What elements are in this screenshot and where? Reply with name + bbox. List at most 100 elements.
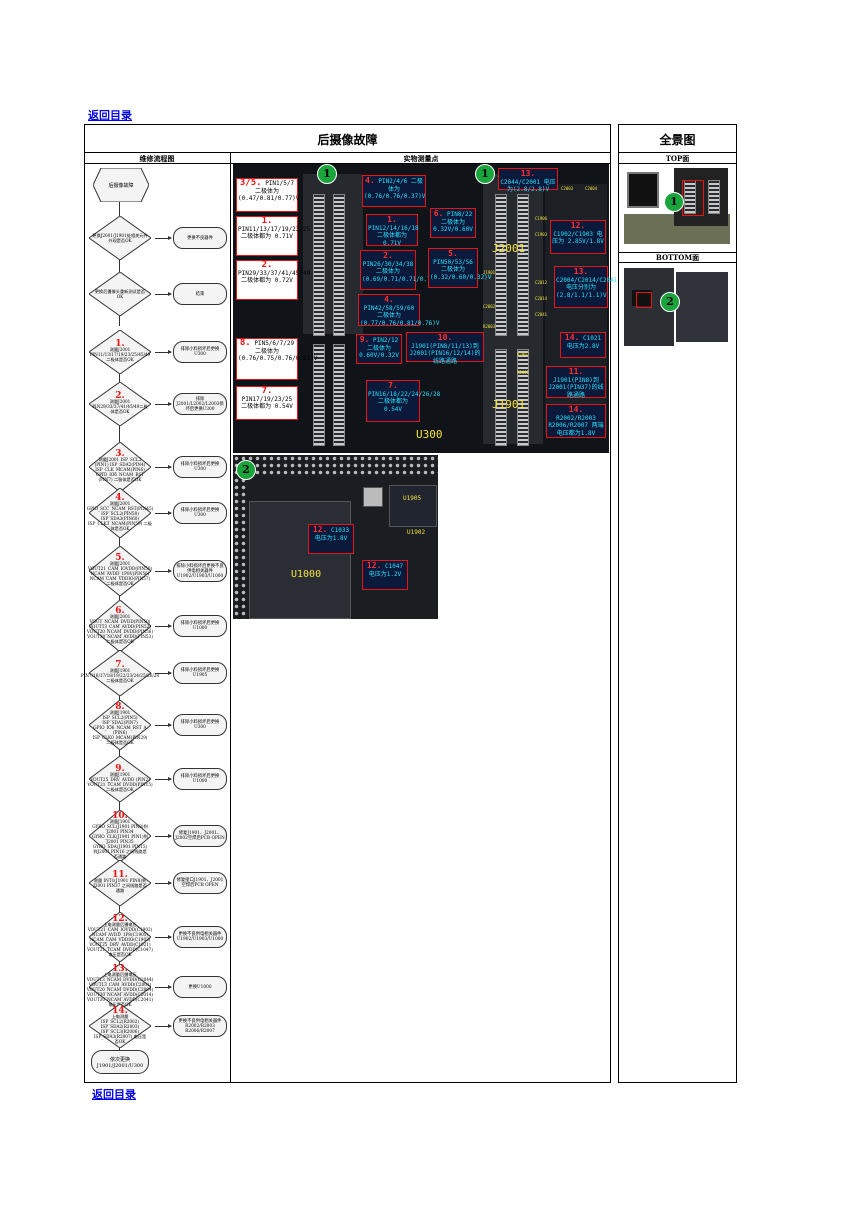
u300-label: U300	[416, 428, 443, 441]
u1902-label: U1902	[407, 529, 426, 536]
flow-decision-step-10: 10.测量J1901 GYRO_SCL(J1901 PIN8)到J2001 PI…	[89, 810, 151, 862]
annotation-12-c1033: 12. C1033 电压为1.8V	[308, 524, 354, 554]
flow-arrow-2	[155, 402, 172, 406]
flow-action-step-5: 排除小料损坏后更换不良供电相关器件U1902/U1903/U1000	[173, 560, 227, 582]
flow-action-step-6: 排除小料损坏后更换U1000	[173, 615, 227, 637]
annotation-13: 13. C2004/C2014/C2041 电压分别为 (2.8/1.1/1.1…	[554, 266, 617, 308]
back-to-index-link-top[interactable]: 返回目录	[88, 109, 132, 122]
flow-decision-step-2: 2.测量J2001 PIN29/33/37/41/45/49二极体是否OK	[89, 382, 151, 426]
flow-arrow-10	[155, 834, 172, 838]
annotation-1-right: 1. PIN12/14/16/18 二极体都为 0.71V	[366, 214, 419, 247]
badge-1-overview: 1	[664, 192, 684, 212]
annotation-12: 12. C1902/C1903 电压为 2.85V/1.8V	[550, 220, 606, 254]
flow-start: 后摄像故障	[92, 167, 150, 203]
annotation-1-left: 1. PIN11/13/17/19/23/25 二极体都为 0.71V	[236, 216, 310, 256]
flow-arrow-4	[155, 511, 172, 515]
badge-2-overview: 2	[660, 292, 680, 312]
annotation-14: 14. C1021 电压为2.8V	[560, 332, 606, 358]
flow-action-step-4: 排除小料损坏后更换U300	[173, 502, 227, 524]
annotation-9: 9. PIN2/12 二极体为 0.60V/0.32V	[356, 334, 402, 364]
repair-flowchart: 后摄像故障 更换J2001/J1901处相关元件外观是否OK 更换不良器件 更换…	[81, 164, 231, 1082]
annotation-13-top: 13. C2044/C2001 电压为(2.8/2.8)V	[498, 168, 558, 193]
annotation-2-right: 2. PIN26/30/34/38 二极体为 (0.69/0.71/0.71/0…	[360, 250, 441, 290]
flow-arrow-6	[155, 624, 172, 628]
annotation-4-top: 4. PIN2/4/6 二极体为 (0.76/0.76/0.37)V	[362, 175, 426, 207]
main-table	[84, 124, 611, 1083]
flow-action-step-1: 排除小料损坏后更换U300	[173, 341, 227, 363]
flow-action-step-12: 更换不良供电相关器件U1902/U1903/U1000	[173, 926, 227, 948]
overview-title: 全景图	[659, 133, 696, 147]
badge-1-right: 1	[475, 164, 495, 184]
flow-action-step-9: 排除小料损坏后更换U1000	[173, 768, 227, 790]
flow-arrow-13	[155, 985, 172, 989]
flow-decision-00: 更换后摄像头重新测试是否OK	[89, 272, 151, 316]
top-side-label: TOP面	[665, 154, 690, 163]
u1905-chip	[389, 485, 437, 527]
annotation-8: 8. PIN5/6/7/29 二极体为 (0.76/0.75/0.76/0.81…	[236, 338, 317, 380]
annotation-10: 10. J1901(PIN8/11/13)到J2001(PIN16/12/14)…	[406, 332, 484, 365]
overview-table	[618, 124, 737, 1083]
flow-action-step-7: 排除小料损坏后更换U1905	[173, 662, 227, 684]
flow-arrow-8	[155, 723, 172, 727]
flow-action-00: 结束	[173, 283, 227, 305]
flow-arrow-5	[155, 569, 172, 573]
flow-action-step-13: 更换U1000	[173, 976, 227, 998]
flow-decision-step-12: 12.上电测量后摄电压 VOUT21_CAM_IOVDD(C1902) NCAM…	[87, 912, 153, 962]
flow-arrow-3	[155, 465, 172, 469]
j2001-label: J2001	[492, 242, 526, 255]
flow-decision-0: 更换J2001/J1901处相关元件外观是否OK	[89, 216, 151, 260]
flow-decision-step-3: 3.测量J2001 ISP_SCL2 (PIN1) ISP_SDA2(PIN4)…	[89, 442, 151, 492]
flow-decision-step-5: 5.测量J2001 VOUT21_CAM_IOVDD(PIN50) NCAM_A…	[88, 546, 152, 596]
j2001-right-connector	[333, 194, 345, 336]
annotation-3-5: 3/5. PIN1/5/7 二极体为 (0.47/0.81/0.77)V	[236, 178, 299, 212]
back-to-index-link-bottom[interactable]: 返回目录	[92, 1088, 136, 1101]
photo-column-header: 实物测量点	[403, 154, 439, 163]
flow-arrow-1	[155, 350, 172, 354]
flow-decision-step-7: 7.测量J1901 PIN7/16/17/18/19/22/23/24/25/2…	[81, 650, 159, 696]
annotation-12-c1047: 12. C1047 电压为1.2V	[362, 560, 408, 590]
u1000-chip	[249, 501, 351, 619]
flow-decision-step-1: 1.测量J2001 PIN11/13/17/19/23/25/45/49二极体是…	[89, 330, 151, 374]
flow-end: 依次更换J1901/J2001/U300	[91, 1050, 149, 1074]
flow-decision-step-9: 9.测量J1901 VOUT25_DRV_AVDD (PIN2) VOUT21_…	[87, 756, 153, 802]
u1905-label: U1905	[403, 495, 422, 502]
annotation-4-bottom: 4. PIN42/58/59/60 二极体为 (0.77/0.76/0.81/0…	[358, 294, 440, 327]
badge-2-photo: 2	[236, 460, 256, 480]
annotation-7-right: 7. PIN16/18/22/24/26/28 二极体都为 0.54V	[366, 380, 440, 422]
flow-column-header: 维修流程图	[139, 154, 175, 163]
flow-action-step-2: 排除J2001/L2002/L2003损坏后更换U300	[173, 393, 227, 415]
flow-decision-step-13: 13.上电测量后摄电压 VOUT13_NCAM_DVDD(C2044) VOUT…	[87, 964, 153, 1010]
flow-action-step-11: 修复接口J1901、J2001空焊后PCB OPEN	[173, 872, 227, 894]
flow-action-step-10: 修复J1901、J2001、J2002空焊后PCB OPEN	[173, 825, 227, 847]
flow-decision-step-11: 11.测量 INT1(J1901 PIN8)到J2001 PIN37 之间线路是…	[89, 860, 151, 906]
flow-action-0: 更换不良器件	[173, 227, 227, 249]
flow-decision-step-14: 14.上电测量 ISP_SCL2(R2002) ISP_SDA2(R2003) …	[89, 1004, 151, 1048]
flow-arrow-9	[155, 777, 172, 781]
top-board-image: 1	[624, 168, 730, 244]
flow-action-step-8: 排除小料损坏后更换U300	[173, 714, 227, 736]
flow-action-step-14: 更换不良供电相关器件R2002/R2003 R2006/R2007	[173, 1015, 227, 1037]
annotation-5: 5. PIN50/53/56 二极体为 (0.32/0.60/0.32)V	[428, 248, 491, 288]
j1901-right-connector	[333, 344, 345, 446]
j1901-label: J1901	[492, 398, 526, 411]
flow-decision-step-6: 6.测量J2001 VOUT_NCAM_DVDD(PIN50) VOUT13_C…	[87, 600, 153, 652]
flow-decision-step-4: 4.测量J2001 GPIO_SCC_NCAM_RST(PIN45) ISP_S…	[87, 488, 153, 538]
flow-decision-step-8: 8.测量J1901 ISP_SCL2(PIN5) ISP_SDA2(PIN7) …	[89, 700, 151, 750]
u1000-label: U1000	[291, 569, 322, 580]
j1901-left-connector	[313, 344, 325, 446]
flow-action-step-3: 排除小料损坏后更换U300	[173, 456, 227, 478]
annotation-11: 11. J1901(PIN8)到J2001(PIN37)的线路通路	[546, 366, 606, 399]
annotation-14-b: 14. R2002/R2003 R2006/R2007 两端电压都为1.8V	[546, 404, 606, 438]
flow-arrow-14	[155, 1024, 172, 1028]
bottom-board-image: 2	[624, 268, 730, 346]
bottom-side-label: BOTTOM面	[655, 253, 700, 262]
flow-arrow-12	[155, 935, 172, 939]
page-title: 后摄像故障	[317, 133, 378, 147]
badge-1-left: 1	[317, 164, 337, 184]
j2001-left-connector	[313, 194, 325, 336]
flow-arrow-11	[155, 881, 172, 885]
annotation-6: 6. PIN8/22 二极体为 0.32V/0.60V	[430, 208, 476, 238]
flow-arrow-7	[155, 671, 172, 675]
annotation-7-left: 7. PIN17/19/23/25 二极体都为 0.54V	[236, 386, 298, 420]
annotation-2-left: 2. PIN29/33/37/41/45/49 二极体都为 0.72V	[236, 260, 310, 300]
